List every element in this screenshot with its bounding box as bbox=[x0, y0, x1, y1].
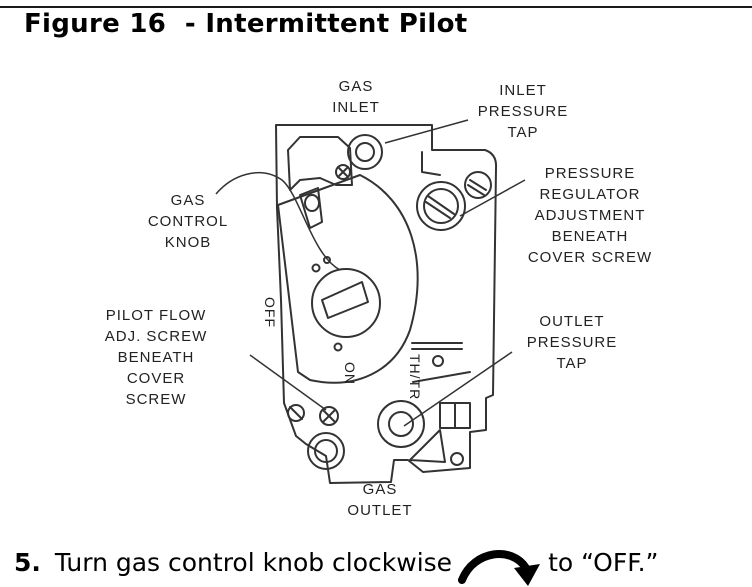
clockwise-arrow-icon bbox=[456, 550, 544, 586]
on-marker bbox=[333, 342, 343, 352]
regulator-side-screw bbox=[464, 171, 492, 199]
knob-mark-top bbox=[323, 256, 331, 264]
outlet-tap-inner bbox=[388, 411, 414, 437]
leader-inlet-tap bbox=[384, 119, 469, 144]
inlet-screw bbox=[335, 164, 351, 180]
terminal-bar-lower bbox=[412, 371, 471, 383]
pressure-regulator-label: PRESSURE REGULATOR ADJUSTMENT BENEATH CO… bbox=[527, 165, 653, 266]
gas-inlet-fitting-inner bbox=[355, 142, 375, 162]
valve-body-outline bbox=[275, 124, 498, 484]
pilot-knob-pin bbox=[304, 194, 320, 212]
knob-sector-plate bbox=[277, 174, 419, 384]
leader-outlet-tap bbox=[403, 351, 513, 427]
pilot-flow-screw-neighbor bbox=[287, 404, 305, 422]
knob-indicator bbox=[321, 281, 369, 319]
gas-inlet-fitting-outer bbox=[347, 134, 383, 170]
top-rule bbox=[0, 6, 752, 8]
right-divider bbox=[421, 151, 441, 176]
bottom-wedge bbox=[409, 429, 446, 463]
terminal-bar-upper bbox=[411, 342, 463, 350]
pressure-regulator-inner bbox=[423, 188, 459, 224]
gas-inlet-label: GAS INLET bbox=[332, 78, 380, 116]
figure-title: Figure 16 - Intermittent Pilot bbox=[24, 9, 468, 39]
outlet-small-circle bbox=[450, 452, 464, 466]
gas-outlet-fitting-inner bbox=[314, 439, 338, 463]
gas-outlet-fitting-outer bbox=[307, 432, 345, 470]
knob-off-label: OFF bbox=[262, 297, 278, 328]
gas-control-knob-label: GAS CONTROL KNOB bbox=[147, 192, 229, 251]
knob-on-label: ON bbox=[342, 362, 358, 385]
step-text-before: Turn gas control knob clockwise bbox=[54, 548, 453, 577]
control-knob bbox=[311, 268, 381, 338]
pilot-flow-screw bbox=[319, 406, 339, 426]
terminal-dot bbox=[432, 355, 444, 367]
leader-pilot-flow bbox=[249, 354, 327, 411]
pilot-flow-label: PILOT FLOW ADJ. SCREW BENEATH COVER SCRE… bbox=[104, 307, 208, 408]
gas-outlet-label: GAS OUTLET bbox=[347, 481, 413, 519]
leader-knob bbox=[215, 172, 341, 271]
step-instruction: 5. Turn gas control knob clockwise to “OF… bbox=[14, 548, 659, 586]
outlet-tap-outer bbox=[377, 400, 425, 448]
off-marker bbox=[311, 263, 321, 273]
leader-regulator bbox=[459, 179, 526, 217]
left-recess bbox=[287, 136, 353, 191]
step-text-after: to “OFF.” bbox=[548, 548, 659, 577]
pressure-regulator-outer bbox=[416, 181, 466, 231]
knob-pointer-tab bbox=[299, 187, 323, 229]
inlet-pressure-tap-label: INLET PRESSURE TAP bbox=[477, 82, 569, 141]
step-number: 5. bbox=[14, 548, 41, 577]
th-tr-label: TH/TR bbox=[407, 354, 423, 401]
outlet-pressure-tap-label: OUTLET PRESSURE TAP bbox=[526, 313, 618, 372]
